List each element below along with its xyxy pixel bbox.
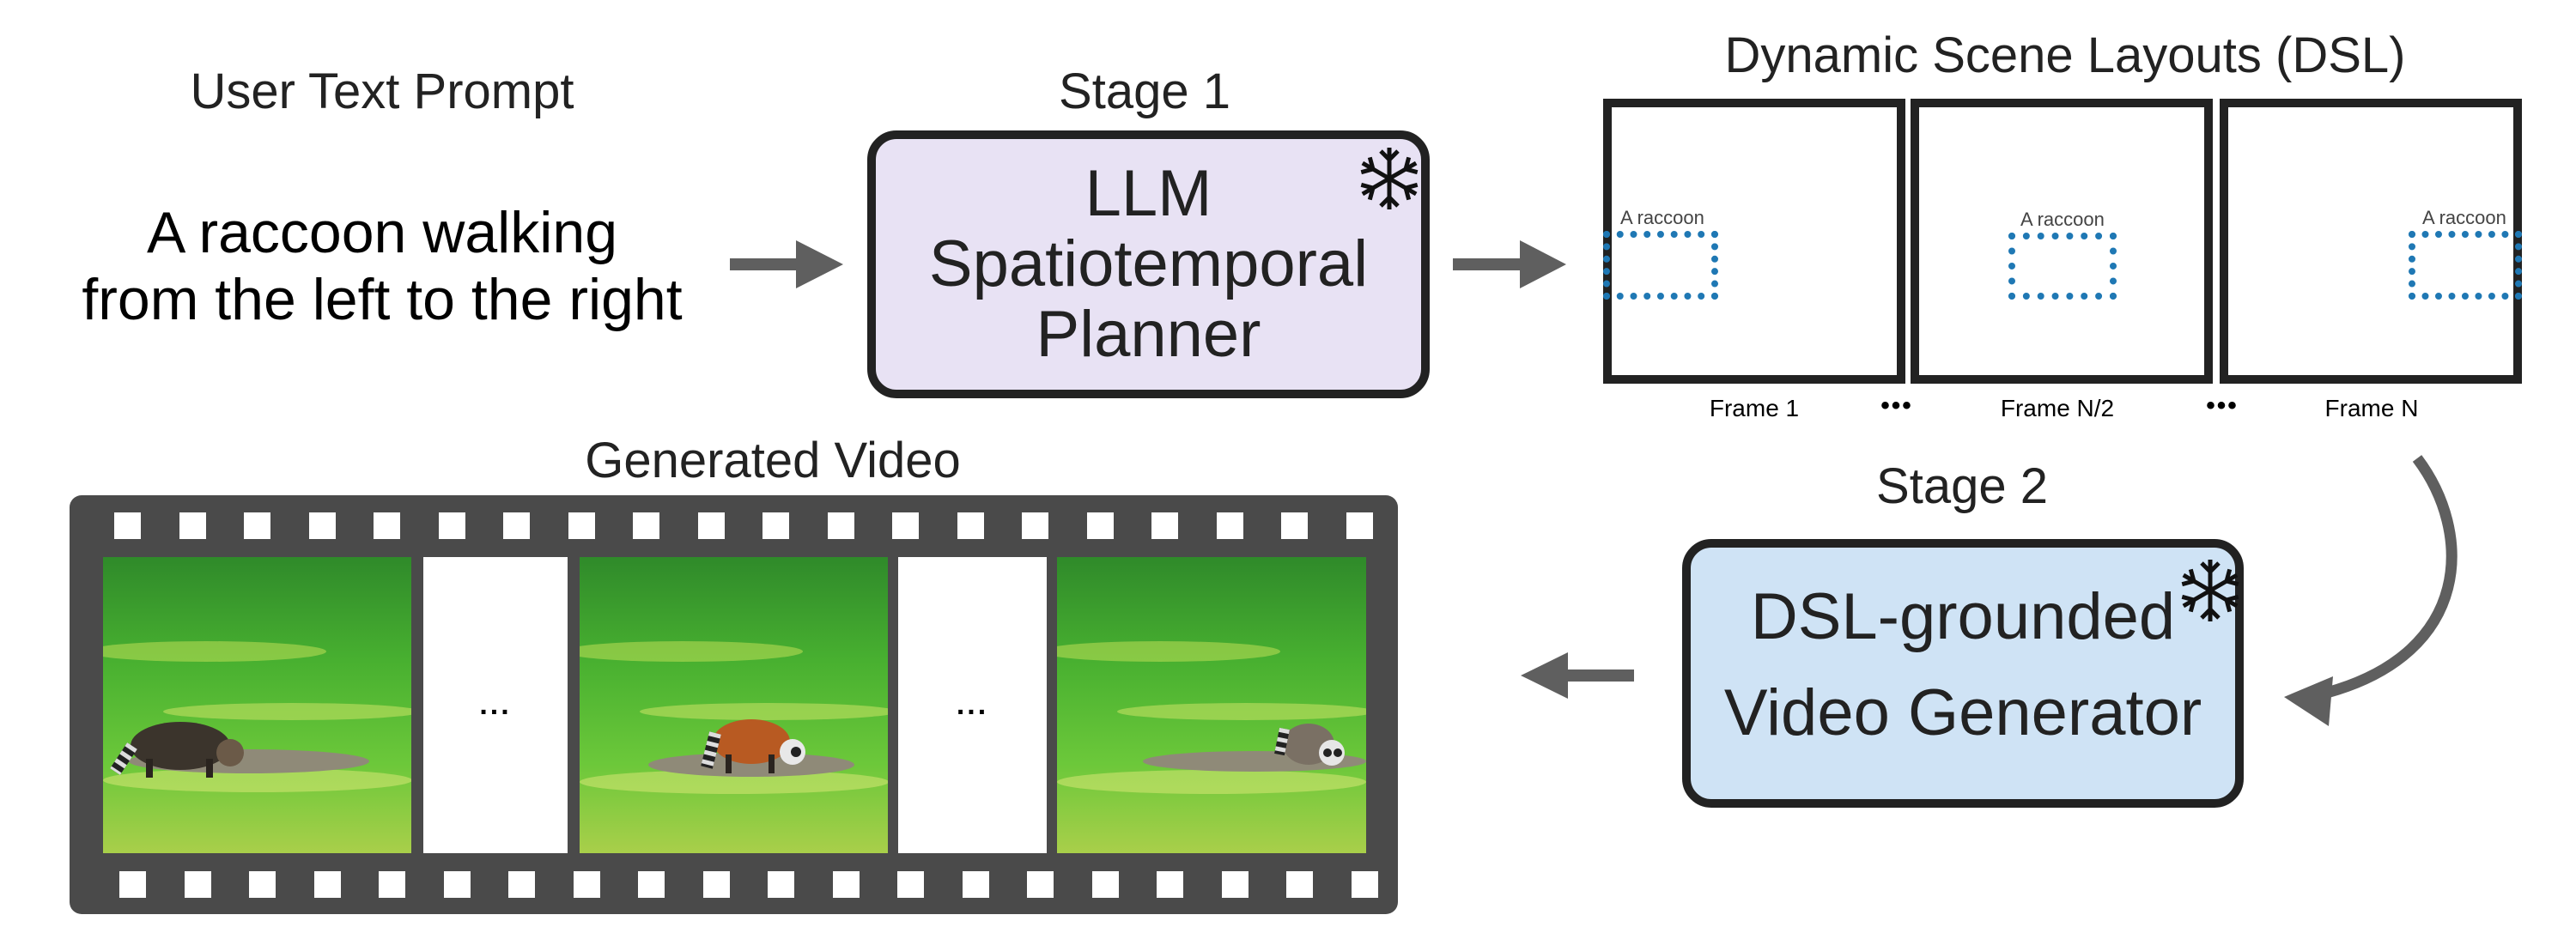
dsl-frame-n-half: A raccoon: [1911, 99, 2213, 384]
sprocket-hole: [1157, 871, 1183, 898]
sprocket-hole: [1151, 512, 1178, 539]
sprocket-hole: [768, 871, 794, 898]
arrow-stage1-to-dsl: [1453, 240, 1566, 288]
stage1-box-text: LLM Spatiotemporal Planner: [928, 157, 1369, 371]
sprocket-hole: [962, 871, 989, 898]
arrow-prompt-to-stage1: [730, 240, 843, 288]
raccoon-scene-left: [103, 557, 411, 853]
raccoon: [110, 722, 244, 778]
bbox-label: A raccoon: [2020, 209, 2105, 230]
frame-caption-n: Frame N: [2324, 395, 2419, 421]
sprocket-hole: [179, 512, 206, 539]
sprocket-hole: [244, 512, 270, 539]
frame-caption-1: Frame 1: [1709, 395, 1800, 421]
sprocket-hole: [308, 512, 336, 539]
sprocket-hole: [184, 871, 211, 898]
arrow-dsl-to-stage2-curved: [2284, 455, 2458, 726]
video-gap-1: ...: [423, 557, 568, 853]
sprocket-hole: [1221, 871, 1249, 898]
sprocket-hole: [1216, 512, 1243, 539]
sprocket-hole: [827, 512, 854, 539]
sprocket-hole: [638, 871, 665, 898]
snowflake-icon: [1355, 148, 1424, 213]
frame-ellipsis-2: •••: [2206, 391, 2239, 420]
sprocket-hole: [1286, 871, 1313, 898]
sprocket-hole: [1346, 512, 1373, 539]
video-gap-2: ...: [898, 557, 1047, 853]
sprocket-hole: [633, 512, 659, 539]
stage1-title: Stage 1: [1059, 64, 1230, 119]
sprocket-hole: [1091, 871, 1119, 898]
gap-ellipsis: ...: [479, 688, 512, 721]
bounding-box: [1603, 231, 1718, 300]
raccoon: [701, 719, 805, 773]
video-frame-3: [1057, 557, 1366, 853]
sprocket-hole: [697, 512, 725, 539]
raccoon: [1274, 724, 1345, 766]
generated-video-title: Generated Video: [585, 433, 961, 488]
filmstrip: ... ...: [70, 495, 1398, 914]
stage2-box-text: DSL-grounded Video Generator: [1723, 579, 2202, 749]
sprocket-hole: [832, 871, 860, 898]
sprocket-hole: [438, 512, 465, 539]
sprocket-hole: [1351, 871, 1378, 898]
sprocket-hole: [1027, 871, 1054, 898]
dsl-title: Dynamic Scene Layouts (DSL): [1724, 27, 2406, 83]
sprocket-hole: [957, 512, 984, 539]
raccoon-scene-right: [1057, 557, 1366, 853]
llm-spatiotemporal-planner-box: LLM Spatiotemporal Planner: [867, 130, 1430, 398]
raccoon-scene-center: [580, 557, 888, 853]
sprocket-hole: [249, 871, 276, 898]
dsl-frame-1: A raccoon: [1603, 99, 1905, 384]
user-text-prompt-title: User Text Prompt: [190, 64, 574, 119]
sprocket-hole: [892, 512, 919, 539]
stage2-title: Stage 2: [1876, 458, 2048, 514]
bounding-box: [2008, 233, 2117, 300]
sprocket-hole: [374, 512, 400, 539]
dsl-frame-n: A raccoon: [2220, 99, 2522, 384]
sprocket-hole: [114, 512, 141, 539]
sprocket-hole: [702, 871, 730, 898]
video-frame-1: [103, 557, 411, 853]
sprocket-hole: [119, 871, 146, 898]
sprocket-hole: [1281, 512, 1308, 539]
sprocket-hole: [573, 871, 600, 898]
video-frame-2: [580, 557, 888, 853]
gap-ellipsis: ...: [956, 688, 989, 721]
frame-caption-n-half: Frame N/2: [2000, 395, 2115, 421]
dsl-grounded-video-generator-box: DSL-grounded Video Generator: [1682, 539, 2244, 808]
sprocket-hole: [313, 871, 341, 898]
sprocket-hole: [508, 871, 535, 898]
snowflake-icon: [2176, 560, 2245, 625]
sprocket-hole: [379, 871, 405, 898]
sprocket-hole: [897, 871, 924, 898]
bounding-box: [2409, 231, 2522, 300]
sprocket-hole: [1086, 512, 1114, 539]
sprocket-hole: [1022, 512, 1048, 539]
bbox-label: A raccoon: [2422, 207, 2506, 228]
sprocket-hole: [568, 512, 595, 539]
sprocket-hole: [762, 512, 789, 539]
frame-ellipsis-1: •••: [1880, 391, 1913, 420]
sprocket-hole: [503, 512, 530, 539]
arrow-stage2-to-video: [1521, 652, 1634, 699]
sprocket-hole: [443, 871, 471, 898]
user-prompt-text: A raccoon walking from the left to the r…: [82, 200, 683, 332]
bbox-label: A raccoon: [1620, 207, 1704, 228]
